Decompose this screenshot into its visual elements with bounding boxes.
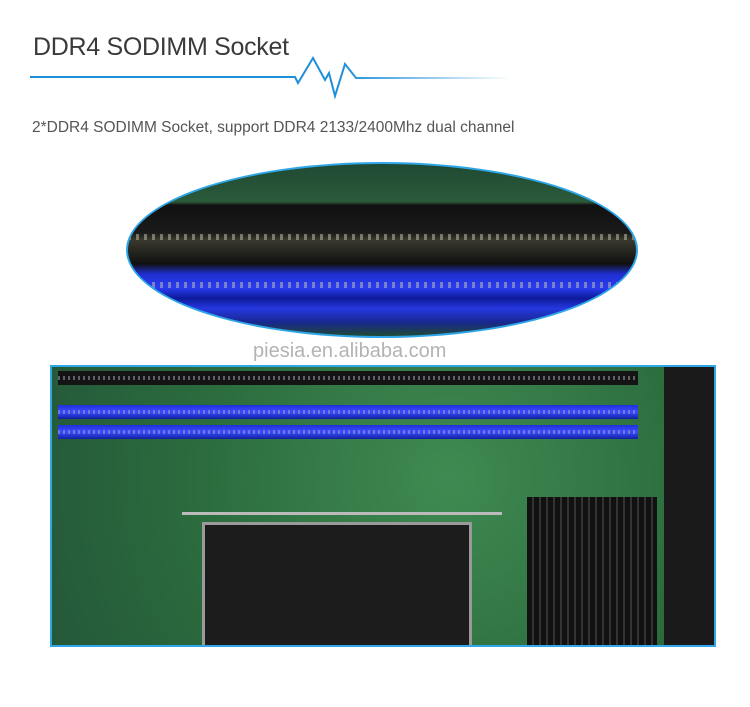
dimm-slot-blue-2 — [58, 425, 638, 439]
board-edge-connectors — [664, 367, 714, 645]
cpu-socket — [202, 522, 472, 645]
description: 2*DDR4 SODIMM Socket, support DDR4 2133/… — [32, 119, 515, 136]
page-title: DDR4 SODIMM Socket — [33, 33, 289, 61]
motherboard-image — [50, 365, 716, 647]
dimm-slot-blue-1 — [58, 405, 638, 419]
watermark: piesia.en.alibaba.com — [253, 340, 447, 362]
dimm-slot-black — [58, 371, 638, 385]
cpu-lever — [182, 512, 502, 523]
heartbeat-divider-icon — [30, 55, 510, 100]
memory-slot-closeup-image — [126, 162, 638, 338]
heatsink — [527, 497, 657, 645]
